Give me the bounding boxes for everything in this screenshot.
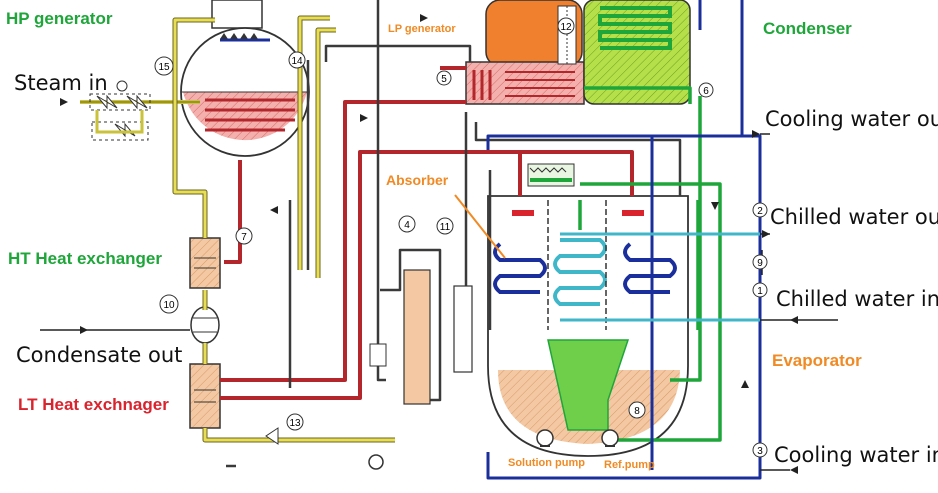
marker-5: 5 [436, 70, 452, 86]
label-chilled-water-in: Chilled water in [776, 287, 938, 311]
marker-8: 8 [628, 401, 646, 419]
label-cooling-water-out: Cooling water out [765, 107, 938, 131]
ref-pump-symbol [601, 429, 619, 447]
label-cooling-water-in: Cooling water in [774, 443, 938, 467]
label-hp-generator: HP generator [6, 9, 113, 28]
marker-1: 1 [752, 282, 768, 298]
marker-9: 9 [752, 254, 768, 270]
solution-pump-symbol [536, 429, 554, 447]
absorber-evaporator-shell [487, 163, 689, 457]
marker-12: 12 [557, 17, 575, 35]
label-evaporator: Evaporator [772, 351, 862, 370]
marker-1-label: 1 [757, 286, 763, 297]
label-chilled-water-out: Chilled water out [770, 205, 938, 229]
label-condensate-out: Condensate out [16, 343, 182, 367]
label-ref-pump: Ref.pump [604, 459, 655, 471]
ht-heat-exchanger [189, 237, 221, 289]
marker-10: 10 [159, 294, 179, 314]
marker-11: 11 [436, 217, 454, 235]
label-absorber: Absorber [386, 172, 449, 188]
marker-6: 6 [698, 82, 714, 98]
io-lines [40, 133, 838, 471]
marker-3: 3 [752, 442, 768, 458]
marker-13-label: 13 [289, 418, 301, 429]
marker-4: 4 [398, 215, 416, 233]
label-solution-pump: Solution pump [508, 457, 585, 469]
green-pipes [578, 86, 722, 442]
cyan-pipes [560, 232, 760, 322]
marker-8-label: 8 [634, 406, 640, 417]
hp-generator-vessel [180, 0, 310, 157]
lt-heat-exchanger [189, 363, 221, 429]
marker-2: 2 [752, 202, 768, 218]
marker-7: 7 [235, 227, 253, 245]
absorber-pointer [454, 194, 506, 259]
marker-2-label: 2 [757, 206, 763, 217]
component-labels: HP generator LP generator Condenser Abso… [6, 9, 862, 471]
steam-valve-train [80, 80, 200, 141]
yellow-pipes [172, 15, 395, 443]
drain-pump-symbol [368, 454, 384, 470]
marker-9-label: 9 [757, 258, 763, 269]
marker-7-label: 7 [241, 232, 247, 243]
io-labels: Steam in Condensate out Cooling water ou… [14, 71, 938, 467]
marker-5-label: 5 [441, 74, 447, 85]
label-lp-generator: LP generator [388, 23, 456, 35]
label-ht-heat-exchanger: HT Heat exchanger [8, 249, 162, 268]
marker-15-label: 15 [158, 62, 170, 73]
solution-column [369, 269, 473, 405]
numbered-markers: 1 2 3 4 5 6 7 8 9 10 11 12 13 14 15 [154, 17, 768, 458]
marker-4-label: 4 [404, 220, 410, 231]
marker-3-label: 3 [757, 446, 763, 457]
marker-15: 15 [154, 56, 174, 76]
marker-6-label: 6 [703, 86, 709, 97]
label-lt-heat-exchanger: LT Heat exchnager [18, 395, 169, 414]
marker-11-label: 11 [440, 222, 451, 233]
dark-pipes [226, 0, 682, 468]
marker-12-label: 12 [560, 22, 572, 33]
marker-14: 14 [288, 51, 306, 69]
marker-10-label: 10 [163, 300, 175, 311]
check-valve-13 [265, 427, 279, 445]
label-steam-in: Steam in [14, 71, 108, 95]
red-pipes [220, 66, 634, 400]
label-condenser: Condenser [763, 19, 852, 38]
condensate-trap [190, 306, 220, 344]
marker-14-label: 14 [291, 56, 303, 67]
marker-13: 13 [286, 413, 304, 431]
